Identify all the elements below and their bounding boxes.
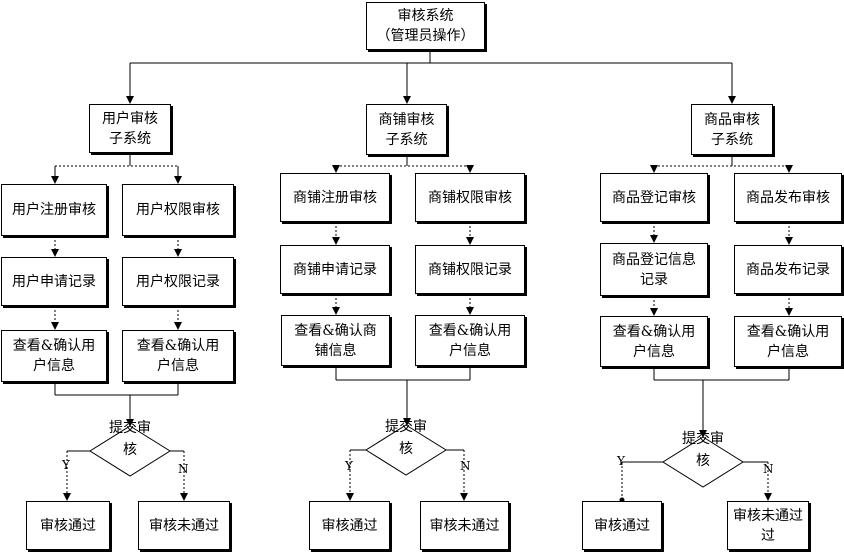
user-application-record-box: 用户申请记录 — [1, 257, 107, 306]
product-registration-audit-box: 商品登记审核 — [600, 173, 708, 222]
no-label: N — [763, 462, 774, 476]
audit-fail-box: 审核未通过 — [138, 501, 230, 550]
subsystem-user-audit: 用户审核 子系统 — [89, 104, 171, 153]
subsystem-product-audit: 商品审核 子系统 — [691, 104, 773, 155]
shop-view-confirm-right-box: 查看&确认用 户信息 — [415, 315, 525, 366]
shop-permission-audit-box: 商铺权限审核 — [415, 173, 525, 222]
decision-label-line1: 提交审 — [109, 420, 151, 436]
audit-pass-box: 审核通过 — [582, 501, 662, 550]
yes-label: Y — [617, 454, 625, 468]
product-view-confirm-right-box: 查看&确认用 户信息 — [734, 316, 842, 367]
product-view-confirm-left-box: 查看&确认用 户信息 — [600, 316, 708, 367]
user-view-confirm-left-box: 查看&确认用 户信息 — [1, 330, 107, 382]
shop-registration-audit-box: 商铺注册审核 — [280, 173, 390, 222]
user-registration-audit-box: 用户注册审核 — [1, 184, 107, 236]
decision-label-line2: 核 — [696, 453, 710, 469]
decision-label-line1: 提交审 — [682, 431, 724, 447]
decision-label-line2: 核 — [399, 441, 413, 457]
decision-label-line1: 提交审 — [385, 419, 427, 435]
product-publish-record-box: 商品发布记录 — [734, 245, 842, 294]
audit-fail-box: 审核未通过 — [420, 501, 509, 550]
decision-label-line2: 核 — [123, 442, 137, 458]
shop-application-record-box: 商铺申请记录 — [280, 245, 390, 294]
product-registration-record-box: 商品登记信息 记录 — [600, 243, 708, 296]
audit-pass-box: 审核通过 — [309, 501, 390, 550]
product-publish-audit-box: 商品发布审核 — [734, 173, 842, 222]
shop-permission-record-box: 商铺权限记录 — [415, 245, 525, 294]
shop-view-confirm-left-box: 查看&确认商 铺信息 — [281, 315, 390, 366]
audit-fail-box: 审核未通过 过 — [727, 501, 809, 550]
subsystem-shop-audit: 商铺审核 子系统 — [366, 104, 447, 155]
user-permission-audit-box: 用户权限审核 — [122, 184, 234, 236]
yes-label: Y — [62, 458, 70, 472]
no-label: N — [178, 462, 189, 476]
user-permission-record-box: 用户权限记录 — [122, 257, 234, 306]
root-node-audit-system: 审核系统 （管理员操作） — [366, 2, 485, 50]
audit-pass-box: 审核通过 — [26, 501, 110, 550]
user-view-confirm-right-box: 查看&确认用 户信息 — [122, 330, 234, 382]
no-label: N — [460, 459, 471, 473]
yes-label: Y — [345, 459, 353, 473]
